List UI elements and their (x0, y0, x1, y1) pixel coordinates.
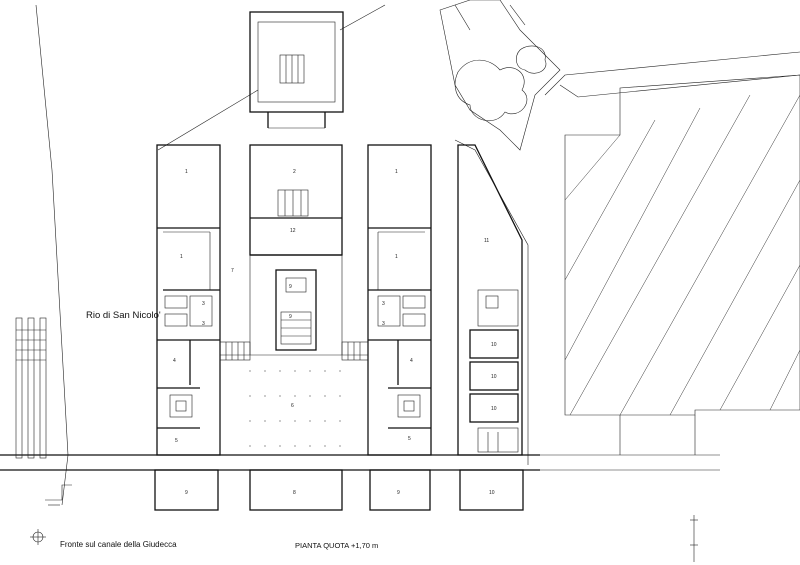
room-5b: 5 (408, 436, 411, 442)
room-3a: 3 (202, 301, 205, 307)
north-building (249, 11, 344, 129)
room-10b: 10 (491, 374, 497, 380)
site-boundary (0, 4, 800, 506)
room-10a: 10 (491, 342, 497, 348)
room-5a: 5 (175, 438, 178, 444)
room-numbers: 1 2 1 1 12 1 11 7 3 3 3 3 4 4 5 5 6 10 1… (173, 169, 497, 496)
east-wing (367, 144, 432, 456)
room-4b: 4 (410, 358, 413, 364)
canal-label: Rio di San Nicolo' (86, 310, 161, 321)
west-pier (15, 317, 72, 506)
south-rooms (0, 454, 540, 511)
corridors (219, 160, 369, 455)
north-arrow-icon (30, 529, 46, 545)
room-1d: 1 (395, 254, 398, 260)
room-1a: 1 (185, 169, 188, 175)
central-block (249, 144, 343, 351)
room-4a: 4 (173, 358, 176, 364)
room-3d: 3 (382, 321, 385, 327)
room-9a: 9 (185, 490, 188, 496)
room-9c: 9 (289, 284, 292, 290)
room-12: 12 (290, 228, 296, 234)
hatched-yard (564, 74, 800, 455)
room-1b: 1 (395, 169, 398, 175)
west-wing (156, 144, 221, 456)
plan-title: PIANTA QUOTA +1,70 m (295, 541, 378, 550)
room-10c: 10 (491, 406, 497, 412)
room-3c: 3 (382, 301, 385, 307)
far-east-wing (457, 144, 523, 456)
room-2: 2 (293, 169, 296, 175)
scale-bar (690, 515, 698, 562)
garden-area (439, 0, 561, 151)
room-3b: 3 (202, 321, 205, 327)
room-11: 11 (484, 238, 489, 244)
room-8: 8 (293, 490, 296, 496)
room-10d: 10 (489, 490, 495, 496)
room-9d: 9 (289, 314, 292, 320)
room-1c: 1 (180, 254, 183, 260)
facade-label: Fronte sul canale della Giudecca (60, 540, 177, 549)
room-7: 7 (231, 268, 234, 274)
main-hall (220, 354, 368, 447)
room-9b: 9 (397, 490, 400, 496)
room-6: 6 (291, 403, 294, 409)
